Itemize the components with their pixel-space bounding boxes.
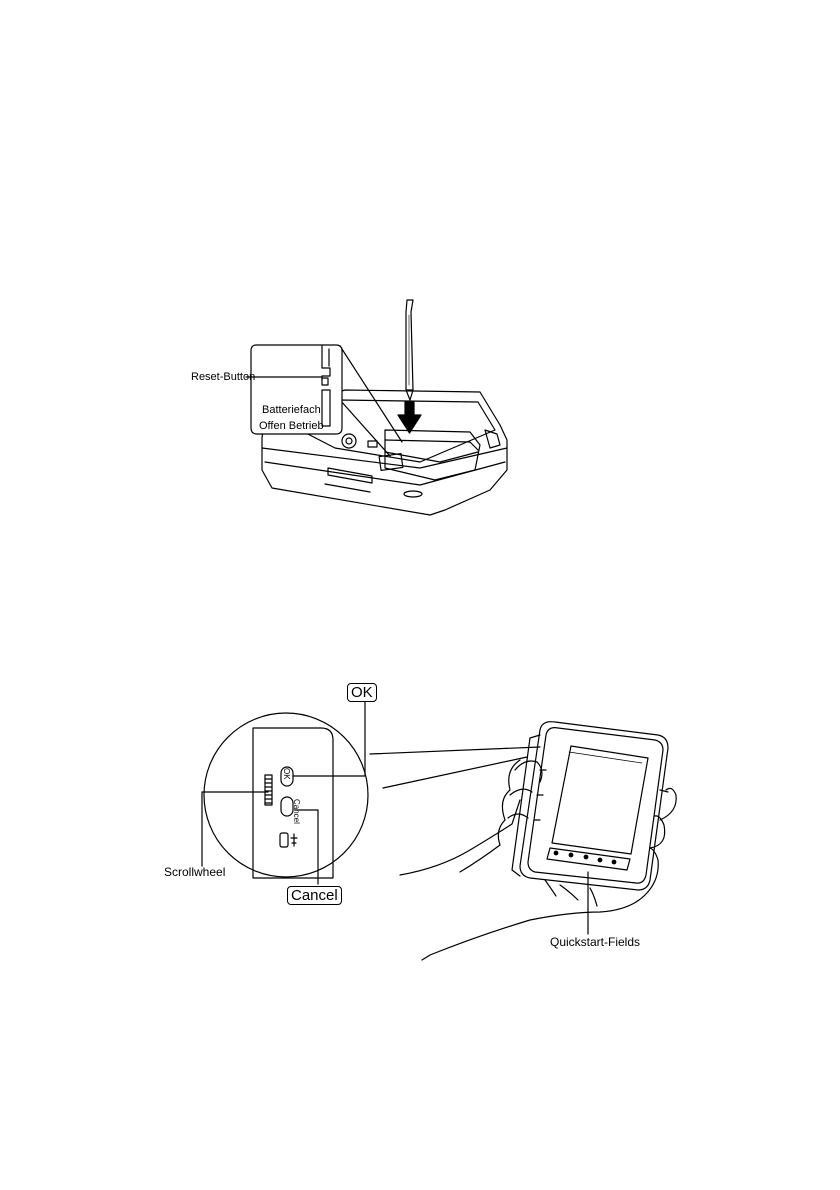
scrollwheel-icon xyxy=(265,775,272,805)
magnifier-circle xyxy=(204,713,368,877)
cancel-small-label: Cancel xyxy=(290,799,302,824)
usb-icon xyxy=(291,834,297,846)
quickstart-label: Quickstart-Fields xyxy=(550,936,640,948)
ok-leader xyxy=(293,700,365,776)
zoom-line xyxy=(370,747,540,754)
ok-callout: OK xyxy=(347,683,377,702)
ok-small-label: OK xyxy=(280,768,292,780)
usb-port xyxy=(280,833,288,847)
zoom-line xyxy=(383,757,527,788)
scrollwheel-label: Scrollwheel xyxy=(164,866,225,878)
cancel-callout: Cancel xyxy=(287,886,342,905)
